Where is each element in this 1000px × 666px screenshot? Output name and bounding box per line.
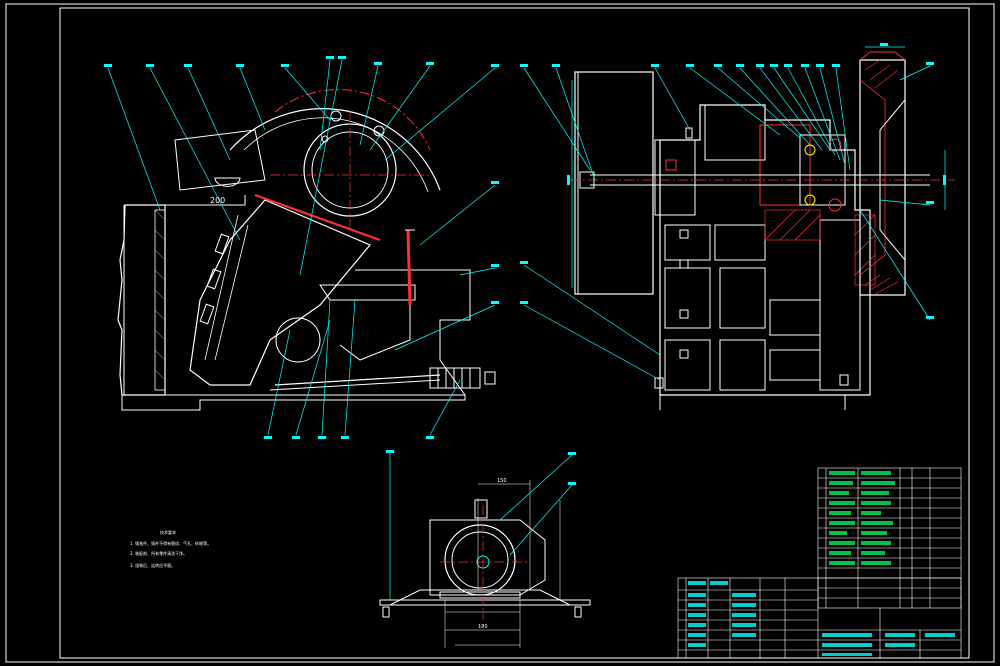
side-leader-tags <box>520 43 946 319</box>
front-leaders <box>107 59 496 436</box>
outer-border <box>5 3 995 663</box>
motor-view <box>379 480 591 648</box>
technical-notes: 技术要求 1. 铸铁件、铸件不得有裂纹、气孔、砂眼等。 2. 装配前、所有零件清… <box>130 529 211 568</box>
dimension-180: 180 <box>478 624 488 630</box>
note-3: 3. 组装后、运转应平稳。 <box>130 562 175 568</box>
dimension-200: 200 <box>210 196 225 205</box>
parts-list-fills <box>829 471 895 565</box>
inner-border <box>59 7 970 659</box>
side-leaders <box>523 46 946 381</box>
motor-leaders <box>389 450 573 600</box>
notes-title: 技术要求 <box>160 529 176 535</box>
front-leader-tags <box>104 56 499 439</box>
dimension-150: 150 <box>497 478 507 484</box>
title-block <box>677 577 962 659</box>
title-block-fills <box>688 581 955 656</box>
motor-leader-tags <box>386 450 576 485</box>
front-view <box>117 89 496 411</box>
note-2: 2. 装配前、所有零件清洗干净。 <box>130 550 187 556</box>
note-1: 1. 铸铁件、铸件不得有裂纹、气孔、砂眼等。 <box>130 540 211 546</box>
parts-list <box>817 467 962 609</box>
